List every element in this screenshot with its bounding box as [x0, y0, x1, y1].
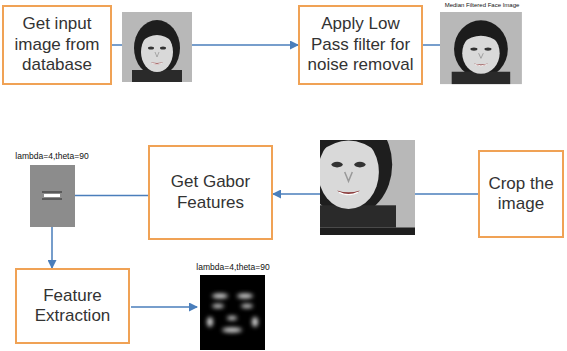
face-photo	[122, 12, 192, 82]
image-caption: lambda=4,theta=90	[188, 262, 278, 272]
process-box: Crop the image	[478, 150, 564, 238]
process-box: Get Gabor Features	[148, 145, 273, 240]
process-box: Feature Extraction	[15, 268, 130, 344]
box-text: Feature Extraction	[23, 286, 122, 327]
box-text: Crop the image	[486, 174, 556, 215]
box-text: Apply Low Pass filter for noise removal	[306, 14, 415, 75]
gabor-kernel	[30, 165, 75, 227]
box-text: Get input image from database	[10, 14, 104, 75]
gabor-response	[200, 275, 265, 350]
cropped-face-photo	[320, 140, 415, 235]
arrow-line	[131, 306, 197, 308]
image-caption: lambda=4,theta=90	[3, 151, 101, 161]
process-box: Get input image from database	[2, 5, 112, 85]
image-caption: Median Filtered Face Image	[437, 2, 527, 8]
process-box: Apply Low Pass filter for noise removal	[298, 5, 423, 85]
filtered-face-photo	[440, 12, 522, 84]
box-text: Get Gabor Features	[156, 172, 265, 213]
